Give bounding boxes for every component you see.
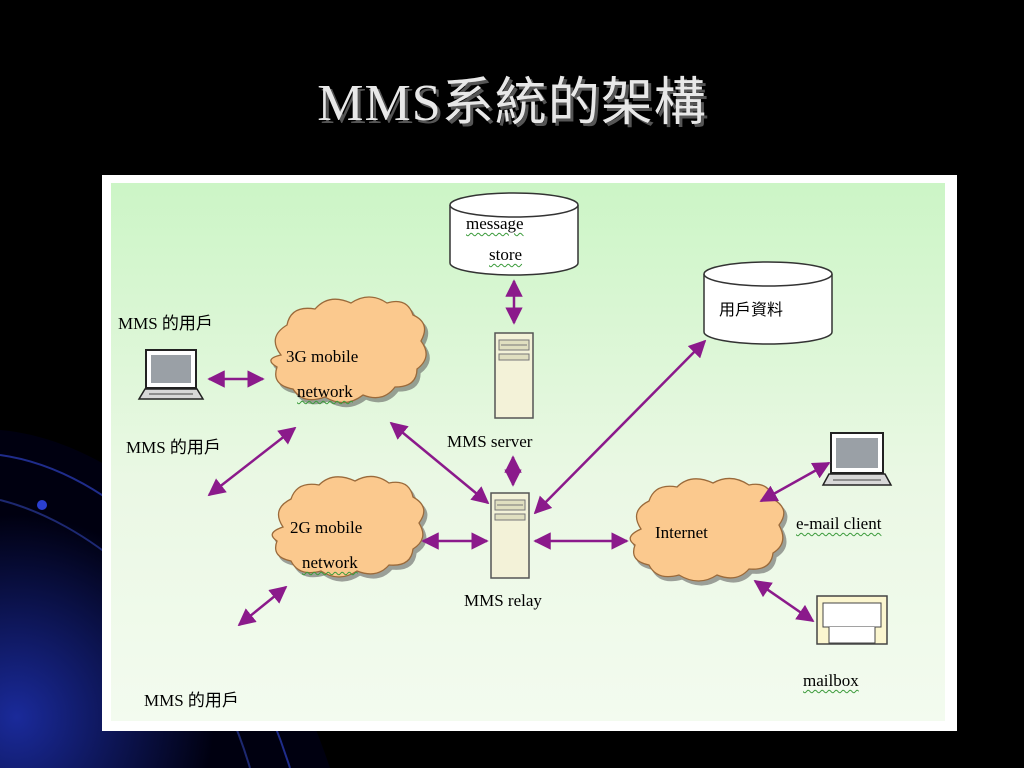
diagram-frame: message store 用戶資料 MMS server MMS relay … (102, 175, 957, 731)
message-store-label-line2: store (489, 245, 523, 264)
mms-server-label: MMS server (447, 432, 533, 451)
mms-relay-icon (490, 492, 530, 579)
message-store-label-line1: message (466, 214, 524, 233)
mailbox-icon (816, 595, 888, 645)
mms-server-icon (494, 332, 534, 419)
message-store-cylinder (449, 192, 579, 276)
network-2g-label-line2: network (302, 553, 358, 572)
diagram-panel: message store 用戶資料 MMS server MMS relay … (111, 183, 945, 721)
arrow-internet-mailbox (753, 579, 815, 623)
user-data-cylinder (703, 261, 833, 345)
arrow-internet-email (759, 461, 831, 503)
mms-user-label-middle: MMS 的用戶 (126, 438, 221, 457)
network-2g-label-line1: 2G mobile (290, 518, 363, 537)
network-3g-cloud (270, 296, 427, 404)
arrow-relay-userdata (533, 339, 707, 515)
arrow-user-3g (207, 426, 297, 497)
mms-user-label-top: MMS 的用戶 (118, 314, 213, 333)
mailbox-label: mailbox (803, 671, 859, 690)
email-client-text: e-mail client (796, 514, 882, 533)
arrow-3g-relay (389, 421, 490, 505)
mms-user-label-bottom: MMS 的用戶 (144, 691, 239, 710)
diagram-canvas (137, 192, 893, 645)
internet-label: Internet (655, 523, 708, 542)
laptop-icon (137, 349, 205, 400)
arrow-user-2g (237, 585, 288, 627)
network-3g-label-line1: 3G mobile (286, 347, 359, 366)
connection-arrows (207, 279, 831, 627)
email-client-laptop-icon (821, 432, 893, 486)
slide-title: MMS系統的架構 (317, 75, 707, 132)
user-data-label: 用戶資料 (719, 300, 784, 319)
email-client-label: e-mail client (796, 514, 881, 534)
mms-relay-label: MMS relay (464, 591, 542, 610)
network-3g-label-line2: network (297, 382, 353, 401)
